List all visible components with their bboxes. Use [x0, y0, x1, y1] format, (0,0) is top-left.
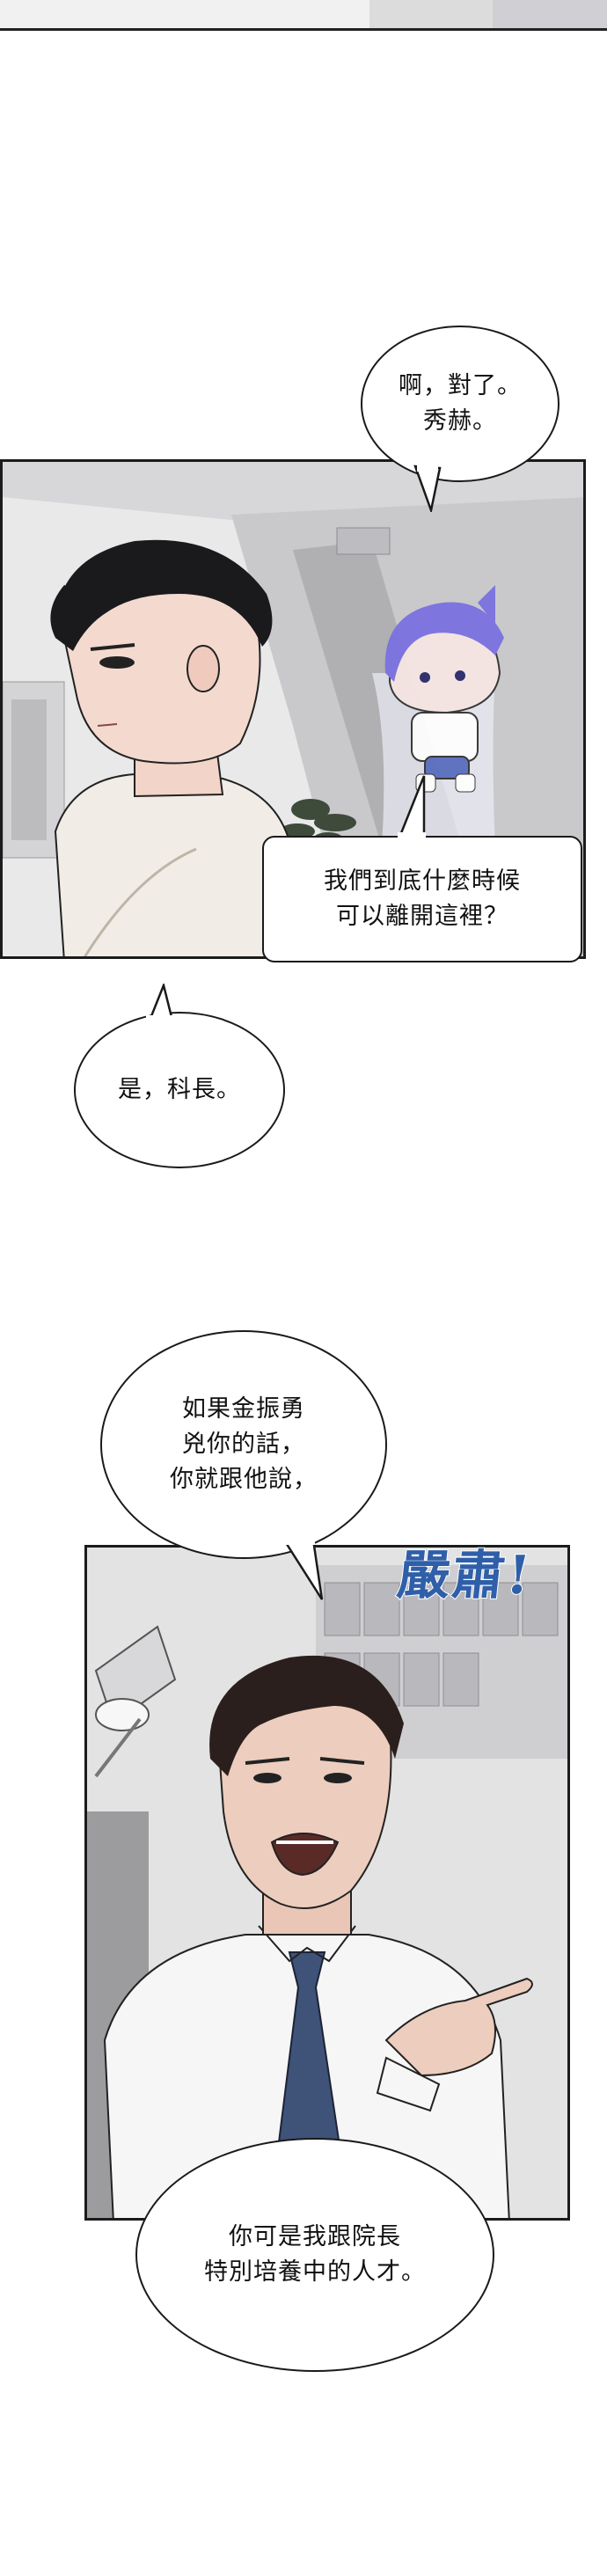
sfx-serious: 嚴肅!: [393, 1544, 536, 1607]
speech-bubble-1: 啊，對了。 秀赫。: [361, 326, 559, 482]
chibi-ghost: [372, 585, 504, 858]
bubble-tail-3: [146, 984, 176, 1022]
speech-text-3: 是，科長。: [118, 1076, 241, 1103]
pointing-hand: [376, 1977, 533, 2112]
speech-text-4: 如果金振勇 兇你的話， 你就跟他說，: [170, 1395, 318, 1493]
speech-text-5: 你可是我跟院長 特別培養中的人才。: [204, 2223, 426, 2286]
panel2-art: [87, 1548, 567, 2218]
bubble-tail-2: [398, 775, 426, 839]
top-panel-edge: [0, 0, 607, 31]
speech-text-1: 啊，對了。 秀赫。: [399, 372, 522, 435]
desk-lamp: [94, 1625, 177, 1778]
speech-box-2: 我們到底什麼時候 可以離開這裡？: [262, 836, 582, 962]
bubble-tail-4: [283, 1538, 324, 1600]
speech-bubble-5: 你可是我跟院長 特別培養中的人才。: [135, 2138, 494, 2372]
bubble-tail-1: [413, 465, 442, 512]
speech-bubble-3: 是，科長。: [74, 1012, 285, 1168]
speech-bubble-4: 如果金振勇 兇你的話， 你就跟他說，: [100, 1330, 387, 1559]
panel-office-2: [84, 1545, 570, 2221]
speech-text-2: 我們到底什麼時候 可以離開這裡？: [324, 867, 521, 930]
